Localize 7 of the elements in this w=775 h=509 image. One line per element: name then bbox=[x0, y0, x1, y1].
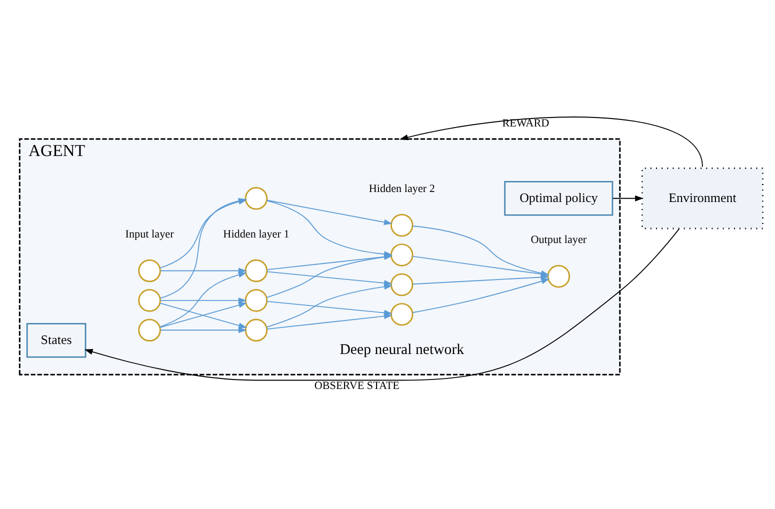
edge-label: REWARD bbox=[502, 117, 550, 130]
label: Hidden layer 2 bbox=[368, 182, 435, 195]
edge-label: OBSERVE STATE bbox=[314, 380, 400, 392]
label: Output layer bbox=[530, 234, 587, 246]
label: Input layer bbox=[125, 228, 174, 240]
label: Deep neural network bbox=[340, 342, 464, 358]
label: Hidden layer 1 bbox=[223, 228, 290, 240]
